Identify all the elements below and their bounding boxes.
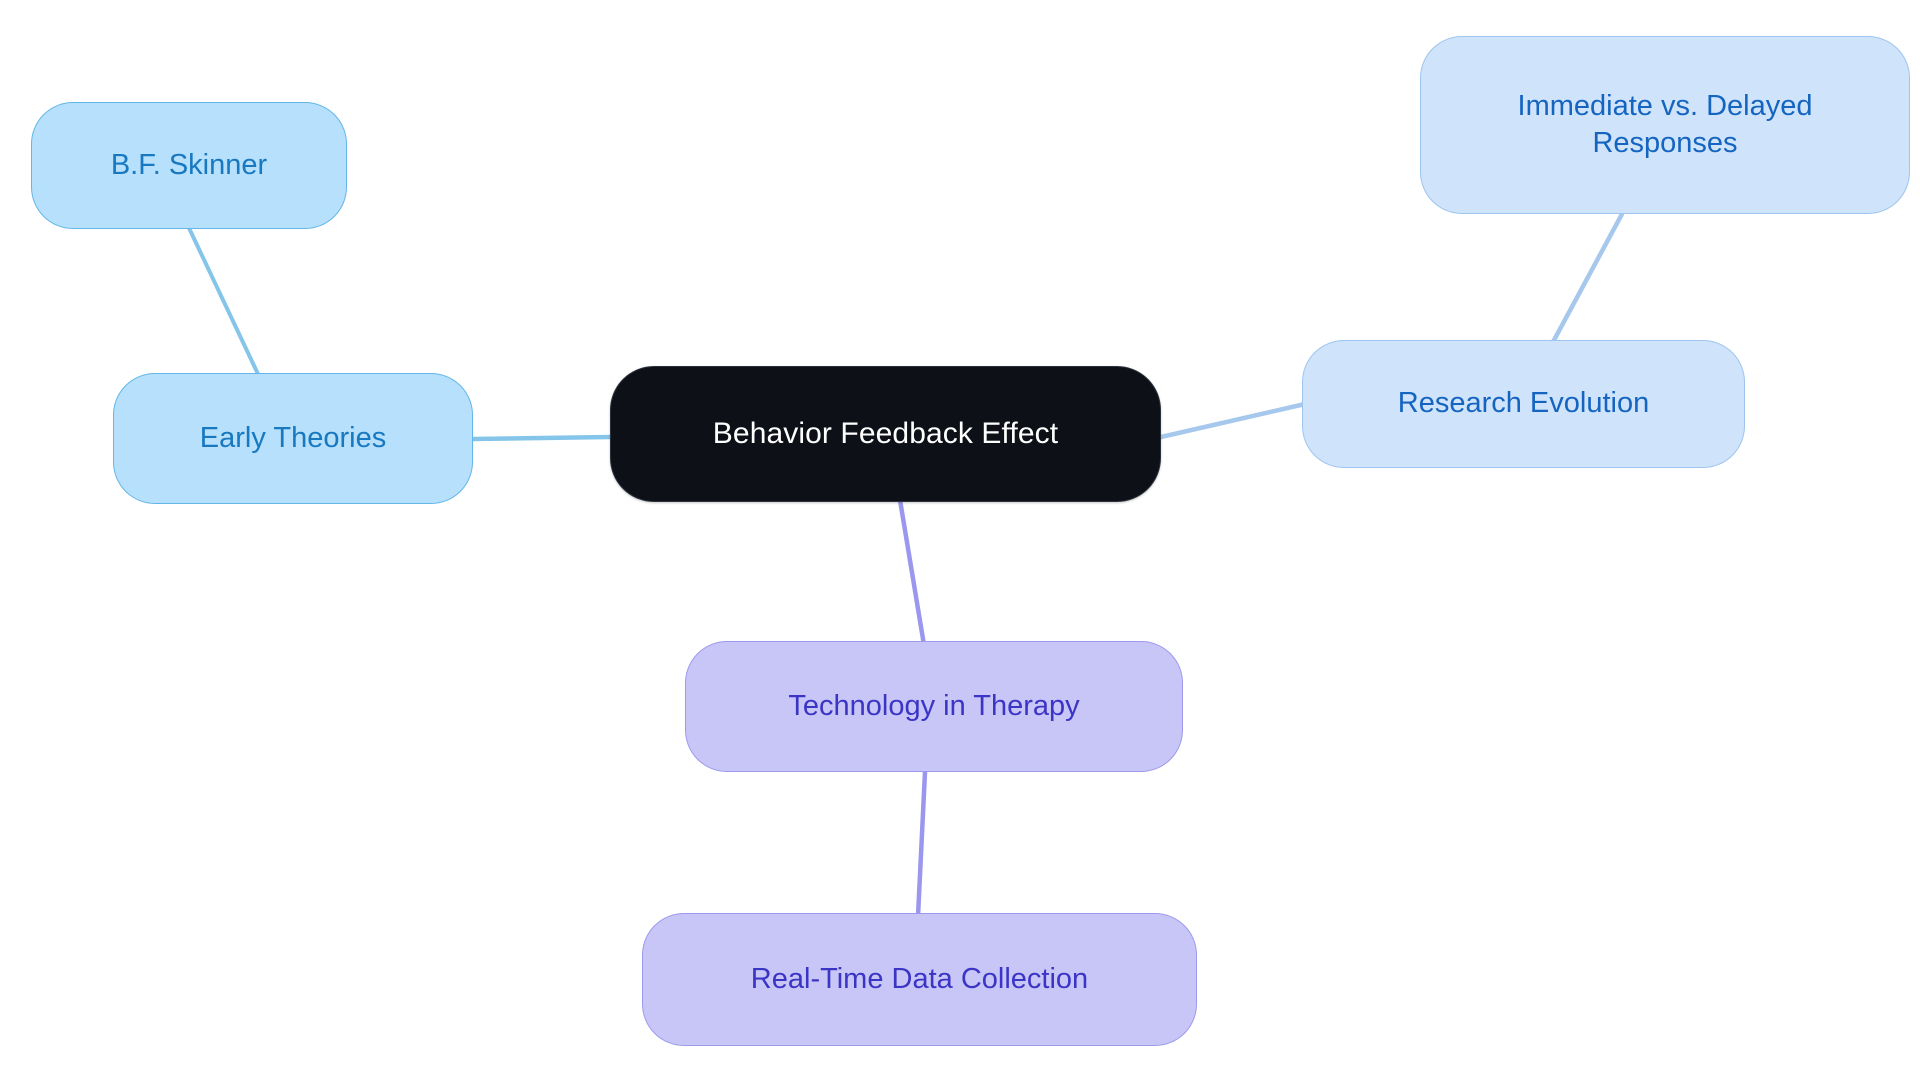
- edge-technology-real-time: [915, 769, 928, 919]
- edge-research-evolution-immediate-vs-delayed: [1550, 211, 1625, 345]
- node-technology-in-therapy-label: Technology in Therapy: [788, 689, 1080, 722]
- node-research-evolution[interactable]: Research Evolution: [1302, 340, 1745, 468]
- node-immediate-vs-delayed-responses[interactable]: Immediate vs. Delayed Responses: [1420, 36, 1910, 214]
- node-research-evolution-label: Research Evolution: [1397, 387, 1650, 420]
- node-root-label: Behavior Feedback Effect: [712, 416, 1059, 450]
- node-early-theories-label: Early Theories: [199, 421, 387, 454]
- node-immediate-vs-delayed-responses-label: Immediate vs. Delayed Responses: [1517, 89, 1813, 159]
- edge-root-early-theories: [469, 434, 613, 442]
- node-technology-in-therapy[interactable]: Technology in Therapy: [685, 641, 1183, 772]
- node-real-time-data-collection[interactable]: Real-Time Data Collection: [642, 913, 1197, 1046]
- node-bf-skinner-label: B.F. Skinner: [110, 148, 268, 181]
- edge-root-technology: [897, 497, 927, 648]
- edge-root-research-evolution: [1158, 401, 1308, 440]
- node-real-time-data-collection-label: Real-Time Data Collection: [750, 962, 1089, 995]
- edge-early-theories-bf-skinner: [187, 226, 260, 376]
- node-early-theories[interactable]: Early Theories: [113, 373, 473, 504]
- node-root-behavior-feedback-effect[interactable]: Behavior Feedback Effect: [610, 366, 1161, 502]
- node-bf-skinner[interactable]: B.F. Skinner: [31, 102, 347, 229]
